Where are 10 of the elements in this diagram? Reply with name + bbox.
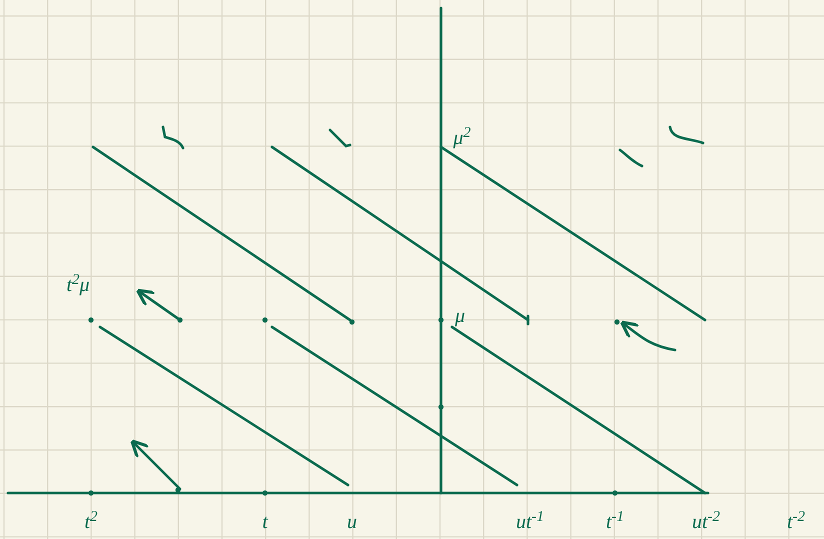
grading-label: μ <box>454 306 466 326</box>
grading-label: u <box>347 512 357 532</box>
grading-label: t$^{2}$ <box>84 512 98 532</box>
grading-label: t <box>262 512 268 532</box>
grading-label: ut$^{-1}$ <box>516 512 544 532</box>
grading-label: μ$^{2}$ <box>453 128 471 148</box>
grading-label: ut$^{-2}$ <box>692 512 720 532</box>
grading-label: t$^{-2}$ <box>786 512 806 532</box>
grading-label: t$^{-1}$ <box>606 512 624 532</box>
grading-label: t$^{2}$μ <box>66 275 90 295</box>
